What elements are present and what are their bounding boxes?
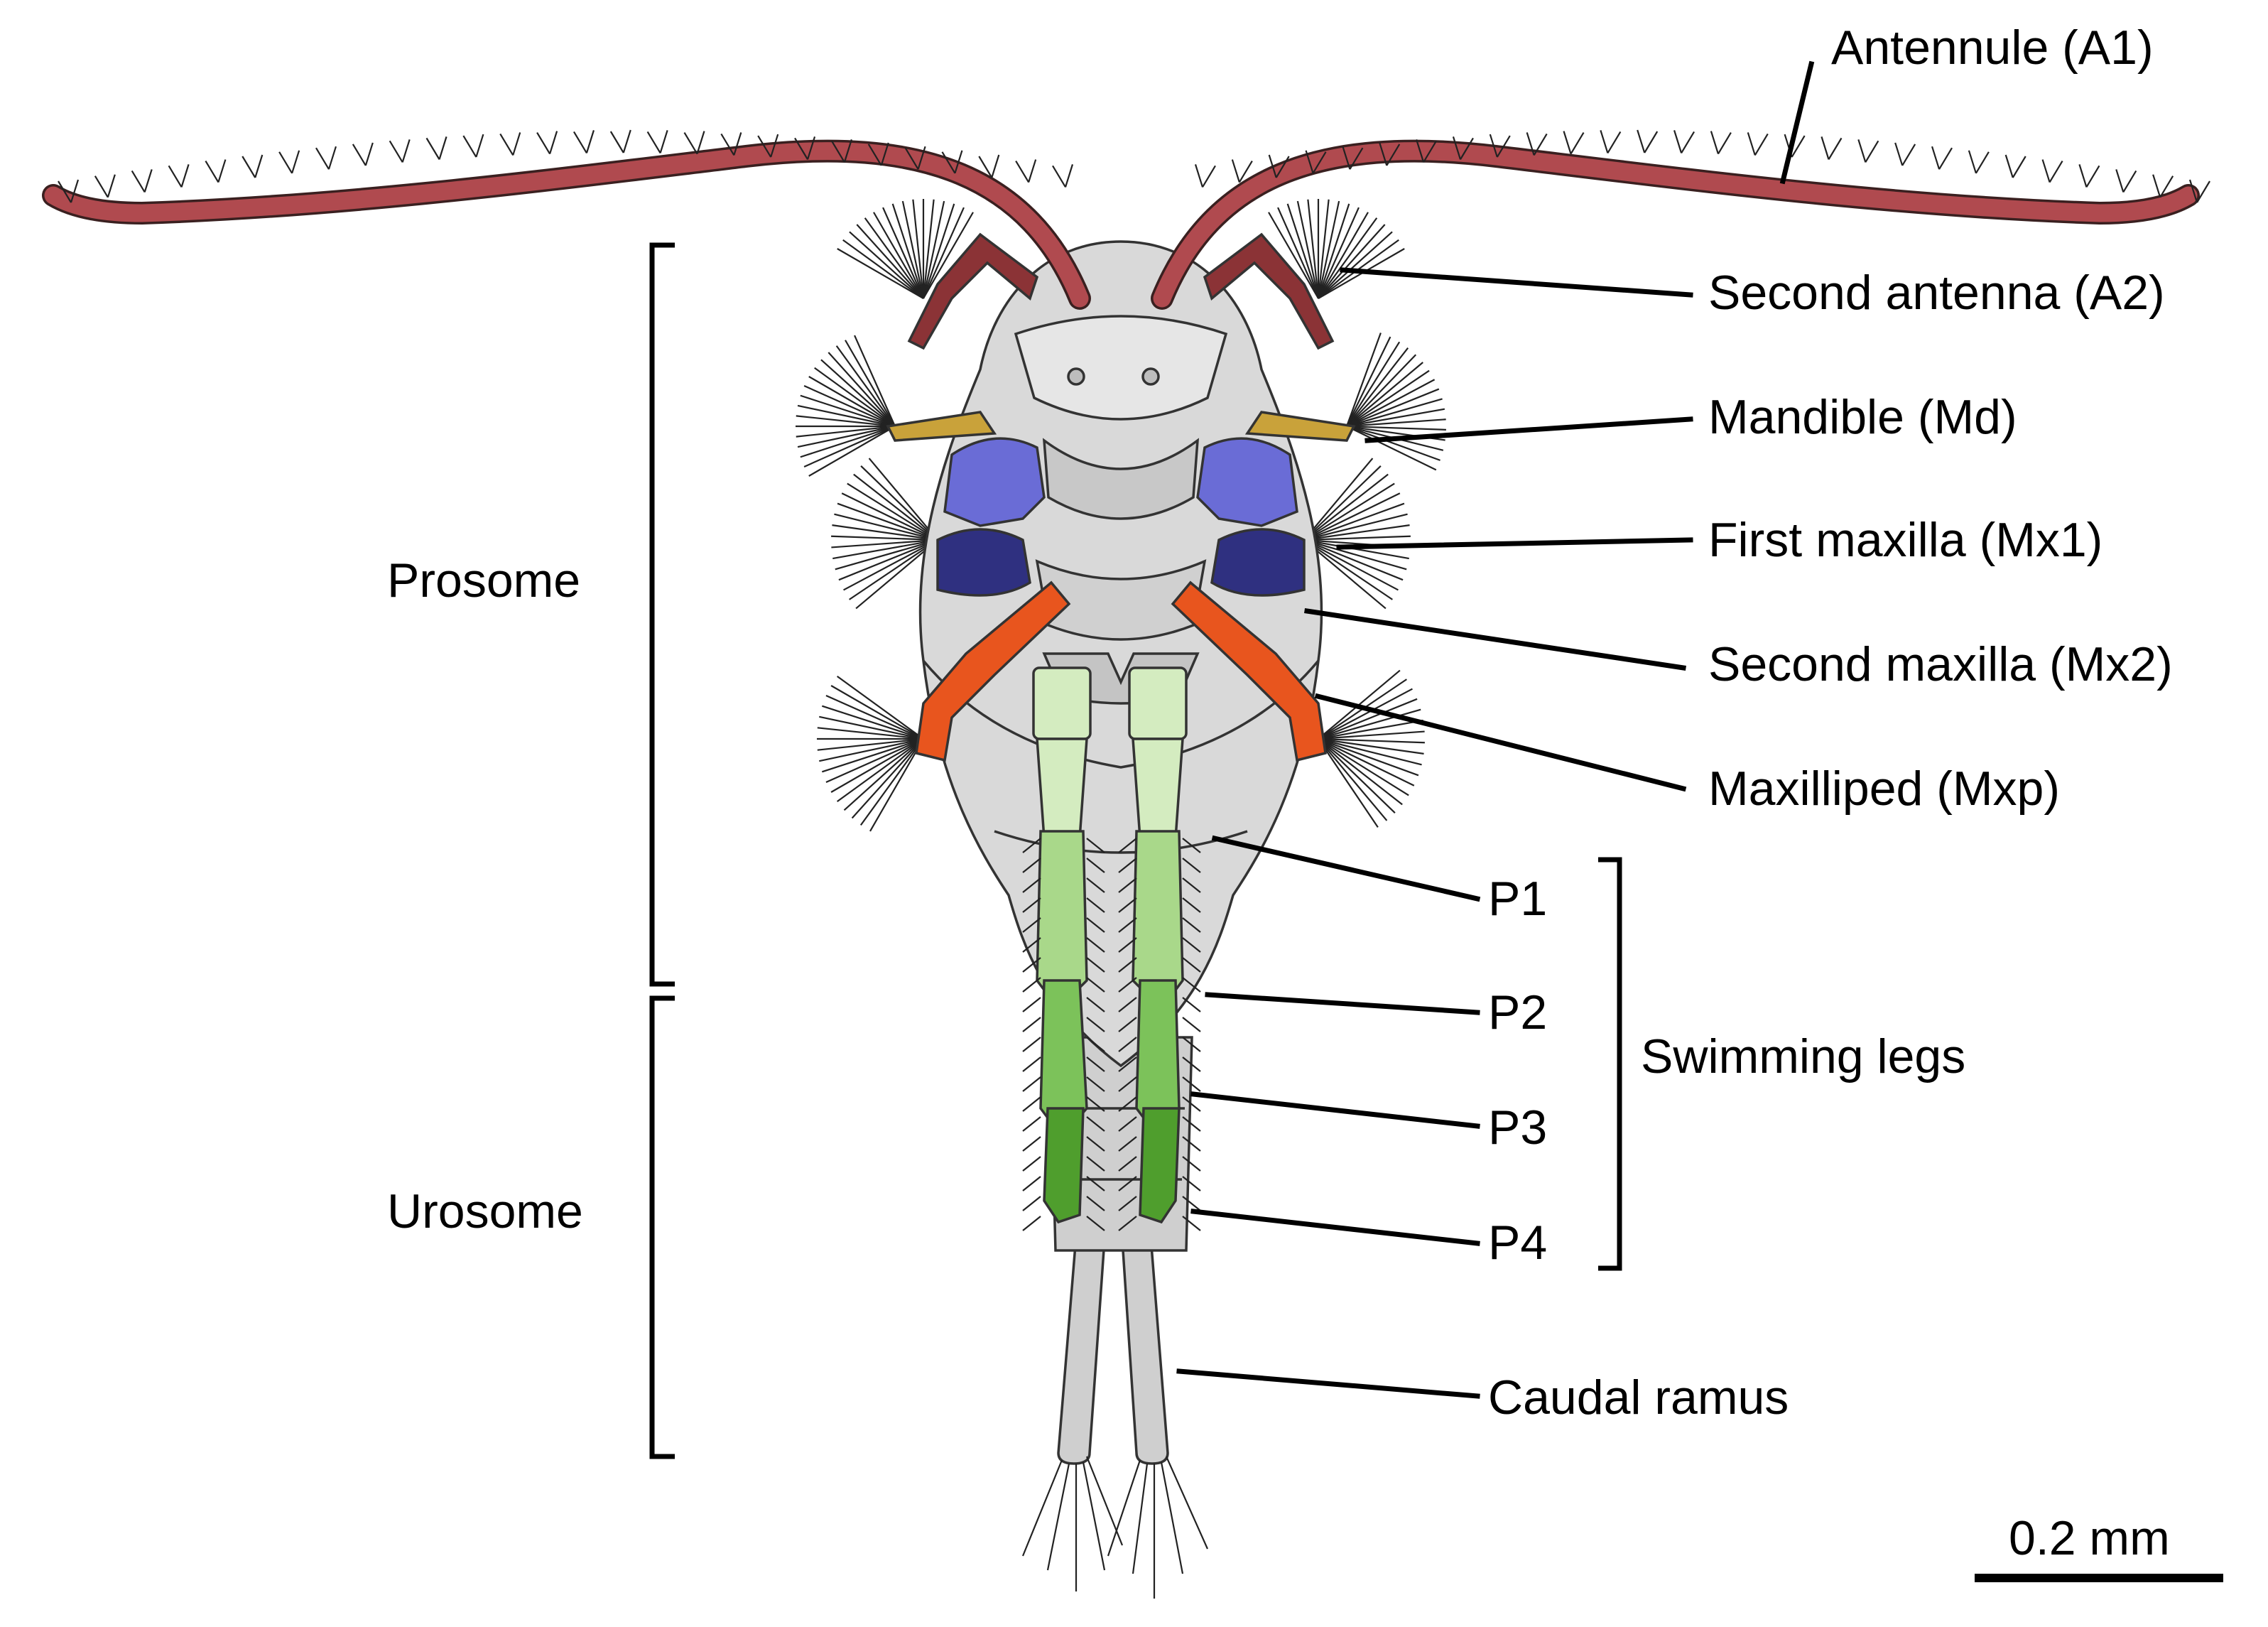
label-p4: P4 bbox=[1488, 1216, 1547, 1270]
maxilliped bbox=[915, 580, 1327, 762]
leg-spines bbox=[1022, 838, 1201, 1231]
label-mandible: Mandible (Md) bbox=[1708, 390, 2017, 444]
scale-bar-label: 0.2 mm bbox=[2009, 1511, 2170, 1565]
label-prosome: Prosome bbox=[387, 553, 580, 607]
first-maxilla-lobes bbox=[936, 528, 1306, 597]
label-urosome: Urosome bbox=[387, 1184, 583, 1238]
leader-lines bbox=[1176, 60, 1815, 1399]
label-swimming-legs: Swimming legs bbox=[1641, 1029, 1965, 1083]
scale-bar bbox=[1975, 1574, 2223, 1582]
second-antenna bbox=[907, 232, 1335, 350]
label-p2: P2 bbox=[1488, 985, 1547, 1039]
copepod-body bbox=[796, 199, 1446, 1599]
setae-fans bbox=[796, 199, 1446, 832]
label-maxilliped: Maxilliped (Mxp) bbox=[1708, 762, 2060, 816]
p4-legs bbox=[1043, 1107, 1181, 1224]
swimming-legs-bracket bbox=[1598, 857, 1622, 1271]
p1-legs bbox=[1032, 666, 1188, 840]
antennule bbox=[42, 129, 2210, 310]
label-p1: P1 bbox=[1488, 872, 1547, 926]
label-second-maxilla: Second maxilla (Mx2) bbox=[1708, 637, 2173, 691]
label-antennule: Antennule (A1) bbox=[1831, 21, 2154, 75]
p2-legs bbox=[1036, 830, 1184, 1011]
label-caudal-ramus: Caudal ramus bbox=[1488, 1371, 1789, 1425]
urosome-bracket bbox=[649, 995, 675, 1459]
label-first-maxilla: First maxilla (Mx1) bbox=[1708, 513, 2102, 567]
second-maxilla bbox=[943, 437, 1298, 527]
swimming-legs bbox=[1022, 666, 1201, 1231]
label-p3: P3 bbox=[1488, 1101, 1547, 1155]
caudal-rami bbox=[1021, 1235, 1209, 1599]
label-second-antenna: Second antenna (A2) bbox=[1708, 266, 2165, 320]
prosome-bracket bbox=[649, 242, 675, 987]
mandible bbox=[886, 411, 1356, 442]
